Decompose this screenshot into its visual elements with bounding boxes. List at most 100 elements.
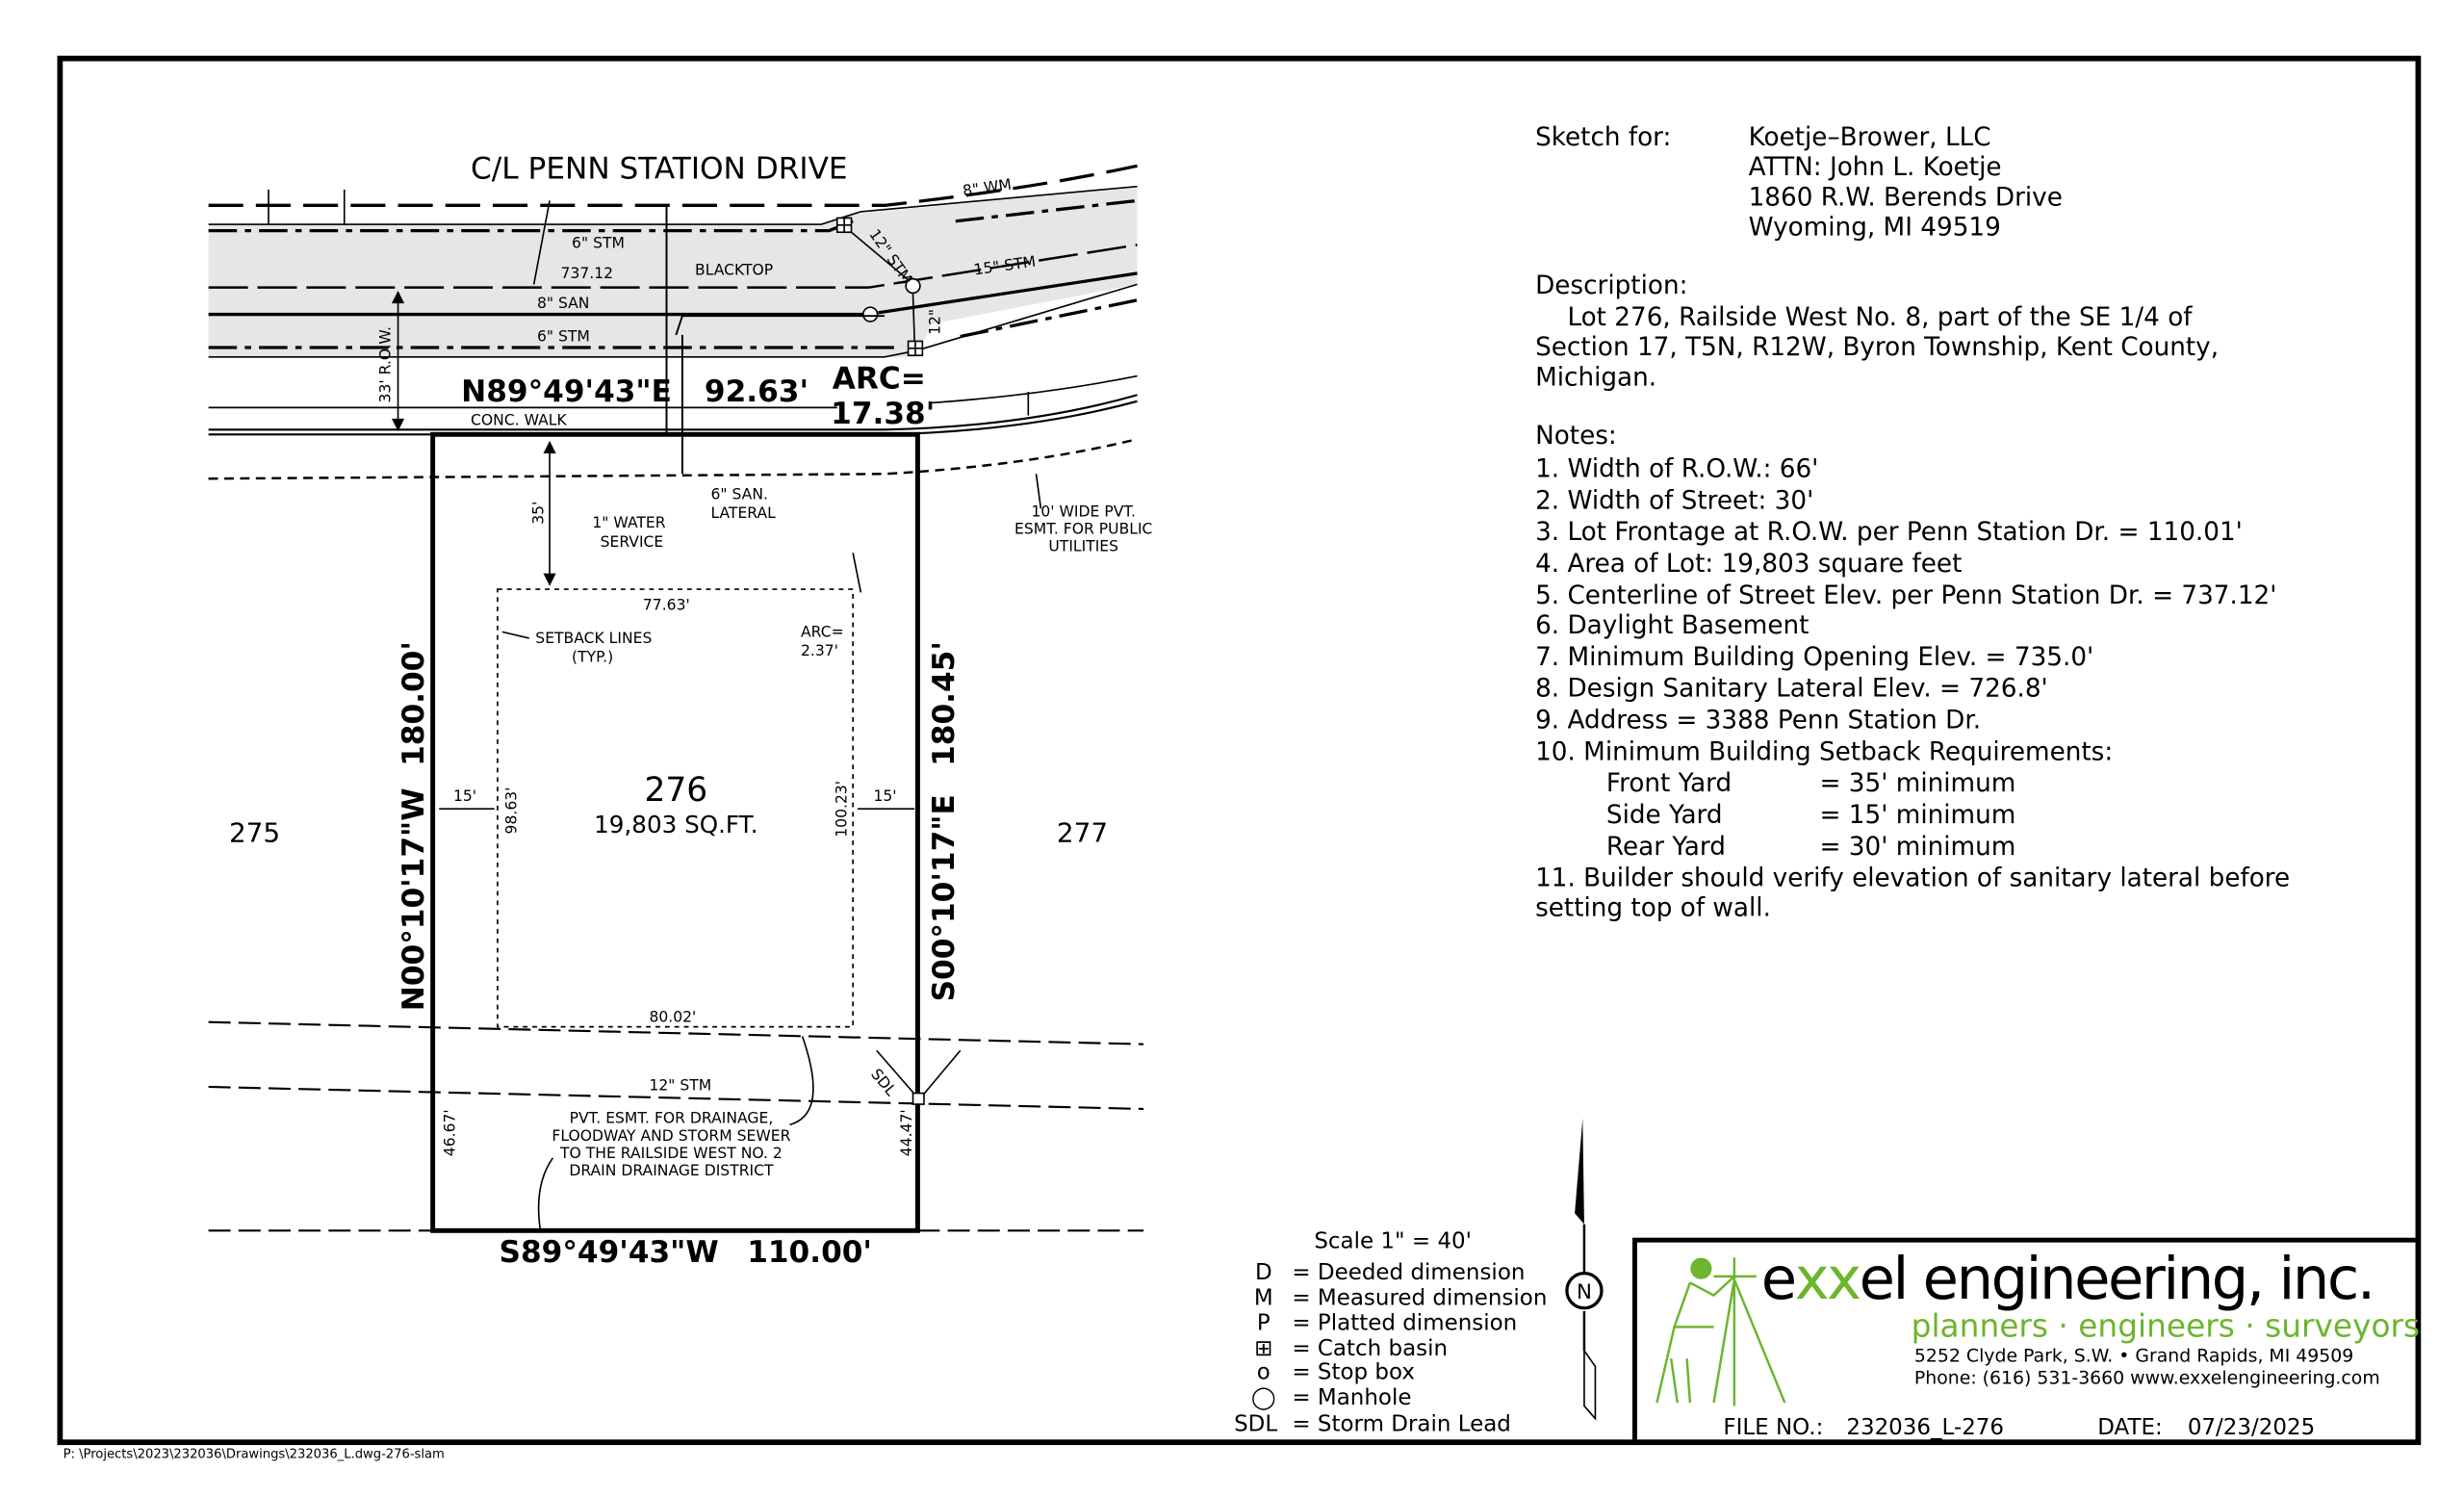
note-line: 10. Minimum Building Setback Requirement… (1535, 737, 2113, 766)
note-line: 4. Area of Lot: 19,803 square feet (1535, 550, 1962, 579)
legend-text: = Storm Drain Lead (1292, 1412, 1511, 1437)
note-line: 9. Address = 3388 Penn Station Dr. (1535, 706, 1981, 735)
note-line: 6. Daylight Basement (1535, 611, 1809, 640)
lot-area: 19,803 SQ.FT. (594, 811, 757, 838)
note-line: setting top of wall. (1535, 894, 1771, 923)
drain-easement-label: PVT. ESMT. FOR DRAINAGE, (570, 1110, 774, 1127)
notes-heading: Notes: (1535, 422, 1617, 451)
note-line: Front Yard (1606, 769, 1732, 798)
note-line: 8. Design Sanitary Lateral Elev. = 726.8… (1535, 675, 2048, 704)
water-service-label: 1" WATER (592, 514, 665, 531)
catch-basin-icon: ⊞ (1254, 1336, 1272, 1361)
note-line: 7. Minimum Building Opening Elev. = 735.… (1535, 643, 2093, 672)
company-phone: Phone: (616) 531-3660 www.exxelengineeri… (1914, 1367, 2380, 1388)
note-line: 1. Width of R.O.W.: 66' (1535, 455, 1818, 484)
side-setback-right: 15' (873, 787, 896, 805)
wm-label: 8" WM (962, 176, 1013, 200)
arc-value: 17.38' (831, 397, 935, 431)
stm-rear-label: 12" STM (649, 1076, 711, 1094)
manhole-icon: ◯ (1251, 1385, 1276, 1410)
depth-left: 98.63' (503, 787, 521, 835)
row-label: 33' R.O.W. (376, 326, 394, 402)
front-bearing: N89°49'43"E (461, 374, 672, 409)
legend-text: = Deeded dimension (1292, 1260, 1525, 1285)
client-line: 1860 R.W. Berends Drive (1749, 183, 2063, 212)
sheet-border (57, 55, 2422, 1446)
file-number: 232036_L-276 (1846, 1415, 2004, 1440)
walk-label: CONC. WALK (471, 411, 567, 428)
company-tagline: planners · engineers · surveyors (1912, 1307, 2421, 1344)
front-setback-dim: 35' (530, 502, 548, 525)
depth-right: 100.23' (834, 781, 851, 838)
legend-text: = Catch basin (1292, 1336, 1448, 1361)
footer-file-path: P: \Projects\2023\232036\Drawings\232036… (64, 1448, 445, 1462)
setback-lines (497, 588, 854, 1028)
adjacent-lot-right: 277 (1057, 817, 1108, 849)
north-arrow-icon: N (1565, 1118, 1604, 1421)
legend-key: SDL (1234, 1412, 1277, 1437)
setback-width: 77.63' (643, 596, 690, 613)
legend-text: = Platted dimension (1292, 1311, 1517, 1336)
rear-distance: 110.00' (747, 1235, 872, 1270)
setback-value: = 15' minimum (1819, 801, 2015, 830)
setback-lines-label: (TYP.) (572, 649, 613, 666)
legend-text: = Stop box (1292, 1360, 1415, 1385)
note-line: Side Yard (1606, 801, 1723, 830)
company-name-xx: xx (1795, 1246, 1860, 1313)
rear-right-dim: 44.47' (898, 1109, 915, 1156)
water-service-label: SERVICE (601, 533, 664, 551)
front-distance: 92.63' (705, 374, 808, 409)
legend-text: = Manhole (1292, 1385, 1411, 1410)
san-label: 8" SAN (537, 295, 590, 312)
title-block (1632, 1237, 2421, 1445)
date-value: 07/23/2025 (2188, 1415, 2315, 1440)
arc2-label: ARC= (801, 623, 844, 640)
company-address: 5252 Clyde Park, S.W. • Grand Rapids, MI… (1914, 1346, 2353, 1367)
blacktop-label: BLACKTOP (695, 262, 773, 279)
rear-left-dim: 46.67' (442, 1109, 459, 1156)
company-name-e: e (1761, 1246, 1795, 1313)
arc2-label: 2.37' (801, 642, 838, 659)
file-number-label: FILE NO.: (1723, 1415, 1823, 1440)
elevation-label: 737.12 (561, 265, 614, 282)
setback-lines-label: SETBACK LINES (535, 630, 652, 647)
description-heading: Description: (1535, 271, 1687, 300)
drain-easement-label: FLOODWAY AND STORM SEWER (552, 1127, 790, 1145)
san-lateral-label: 6" SAN. (710, 486, 767, 503)
drain-easement-label: TO THE RAILSIDE WEST NO. 2 (559, 1145, 783, 1162)
public-easement-label: ESMT. FOR PUBLIC (1014, 521, 1152, 538)
adjacent-lot-left: 275 (229, 817, 280, 849)
street-title: C/L PENN STATION DRIVE (471, 151, 848, 186)
legend: D = Deeded dimension M = Measured dimens… (1234, 1260, 1547, 1437)
street-area (208, 164, 1138, 593)
note-line: Rear Yard (1606, 833, 1726, 862)
public-easement-label: UTILITIES (1048, 538, 1118, 555)
right-bearing: S00°10'17"E (927, 794, 962, 1001)
drain-easement-label: DRAIN DRAINAGE DISTRICT (569, 1162, 774, 1179)
description-line: Michigan. (1535, 363, 1656, 392)
setback-value: = 35' minimum (1819, 769, 2015, 798)
company-name: exxel engineering, inc. (1761, 1246, 2374, 1313)
side-setback-left: 15' (453, 787, 476, 805)
sketch-label: Sketch for: (1535, 123, 1671, 152)
note-line: 11. Builder should verify elevation of s… (1535, 864, 2290, 893)
description-line: Lot 276, Railside West No. 8, part of th… (1535, 303, 2193, 332)
arc-label: ARC= (833, 362, 926, 397)
legend-key: M (1254, 1285, 1273, 1310)
rear-bearing: S89°49'43"W (500, 1235, 719, 1270)
lot-number: 276 (644, 771, 707, 810)
right-distance: 180.45' (927, 641, 962, 766)
left-bearing: N00°10'17"W (397, 787, 431, 1011)
stm-top-label: 6" STM (572, 235, 625, 252)
stm-bottom-label: 6" STM (537, 327, 590, 345)
legend-key: D (1255, 1260, 1272, 1285)
note-line: 3. Lot Frontage at R.O.W. per Penn Stati… (1535, 518, 2243, 547)
date-label: DATE: (2097, 1415, 2163, 1440)
client-line: Koetje–Brower, LLC (1749, 123, 1991, 152)
lot-boundary (430, 431, 920, 1233)
note-line: 5. Centerline of Street Elev. per Penn S… (1535, 581, 2276, 610)
stop-box-icon: o (1257, 1360, 1270, 1385)
rear-setback-width: 80.02' (649, 1009, 696, 1026)
client-line: ATTN: John L. Koetje (1749, 153, 2002, 182)
